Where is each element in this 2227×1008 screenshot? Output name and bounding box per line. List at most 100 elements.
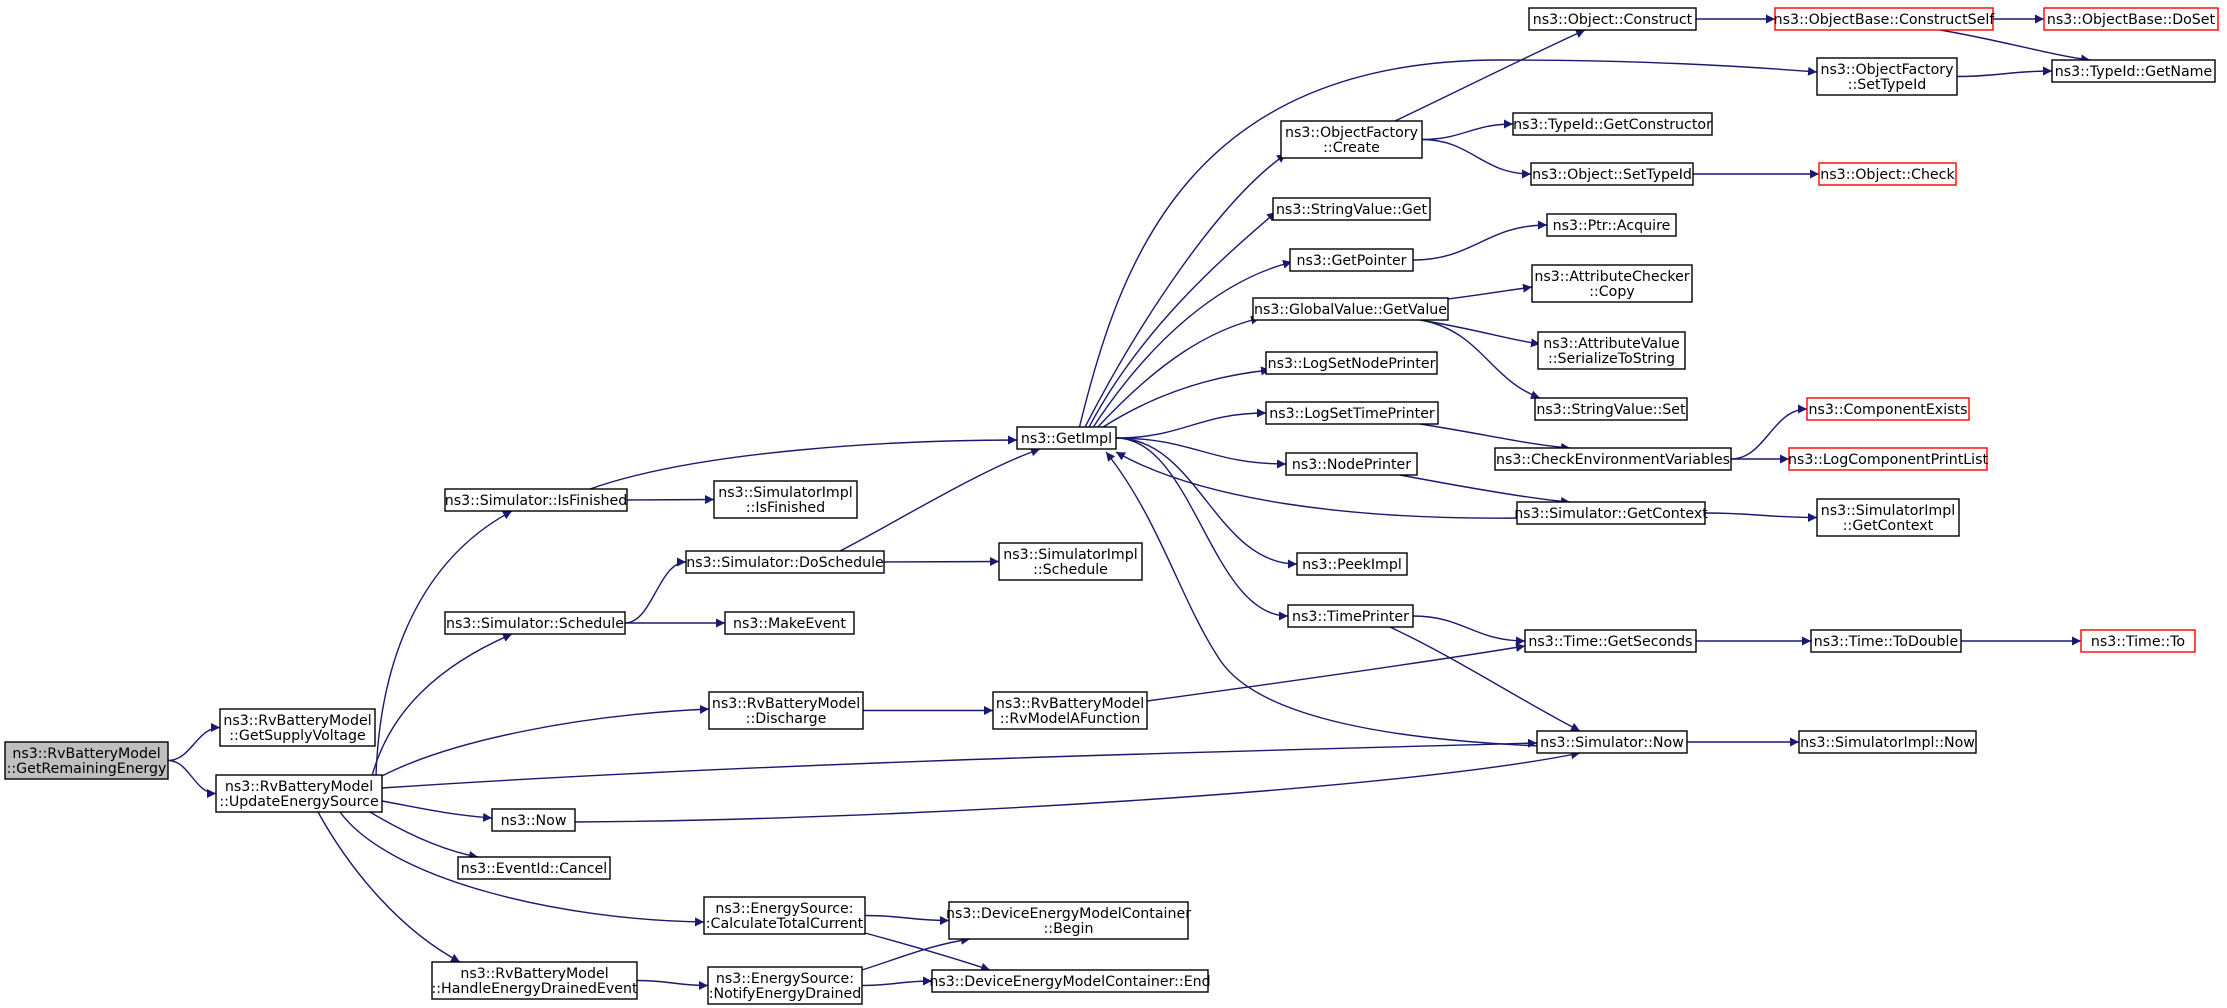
- node-label: ns3::RvBatteryModel: [223, 713, 371, 729]
- node-label: ::Create: [1323, 140, 1380, 156]
- node-box: [1516, 501, 1706, 525]
- node-logtimeprinter[interactable]: ns3::LogSetTimePrinter: [1265, 401, 1439, 425]
- edge-notifydrained-to-dembegin: [861, 935, 971, 971]
- node-getremaining[interactable]: ns3::RvBatteryModel::GetRemainingEnergy: [4, 741, 169, 780]
- node-ofcreate[interactable]: ns3::ObjectFactory::Create: [1280, 120, 1423, 159]
- node-label: ns3::SimulatorImpl::Now: [1800, 735, 1975, 751]
- node-label: ::Copy: [1589, 284, 1635, 300]
- node-box: [1788, 447, 1988, 471]
- node-box: [1546, 213, 1677, 237]
- node-isfinished[interactable]: ns3::Simulator::IsFinished: [444, 488, 628, 512]
- node-stringset[interactable]: ns3::StringValue::Set: [1534, 397, 1688, 421]
- node-getpointer[interactable]: ns3::GetPointer: [1289, 248, 1414, 272]
- node-box: [713, 480, 858, 519]
- node-objconstruct[interactable]: ns3::Object::Construct: [1528, 7, 1697, 31]
- node-box: [1512, 112, 1713, 136]
- node-box: [1289, 248, 1414, 272]
- node-accopy[interactable]: ns3::AttributeChecker::Copy: [1531, 264, 1693, 303]
- node-box: [1272, 197, 1431, 221]
- node-ofsettypeid[interactable]: ns3::ObjectFactory::SetTypeId: [1816, 57, 1958, 96]
- edge-updateenergy-to-now: [381, 800, 493, 822]
- node-label: ::Begin: [1044, 921, 1094, 937]
- node-box: [1265, 401, 1439, 425]
- node-box: [992, 691, 1148, 730]
- edge-getimpl-to-logtimeprinter: [1115, 408, 1267, 439]
- node-checkenv[interactable]: ns3::CheckEnvironmentVariables: [1494, 447, 1732, 471]
- node-objcheck[interactable]: ns3::Object::Check: [1818, 162, 1957, 186]
- node-getname[interactable]: ns3::TypeId::GetName: [2051, 59, 2216, 83]
- node-doset[interactable]: ns3::ObjectBase::DoSet: [2043, 7, 2219, 31]
- node-label: ns3::Simulator::DoSchedule: [686, 555, 884, 571]
- edge-getremaining-to-updateenergy: [167, 759, 217, 798]
- node-compexists[interactable]: ns3::ComponentExists: [1806, 397, 1970, 421]
- node-timegetseconds[interactable]: ns3::Time::GetSeconds: [1524, 629, 1697, 653]
- node-box: [219, 708, 376, 747]
- node-label: ns3::CheckEnvironmentVariables: [1496, 452, 1730, 468]
- node-objsettypeid[interactable]: ns3::Object::SetTypeId: [1530, 162, 1694, 186]
- node-getimpl[interactable]: ns3::GetImpl: [1016, 426, 1117, 450]
- edge-logtimeprinter-to-checkenv: [1419, 423, 1571, 452]
- node-gvgetvalue[interactable]: ns3::GlobalValue::GetValue: [1252, 297, 1449, 321]
- node-calctotal[interactable]: ns3::EnergySource::CalculateTotalCurrent: [703, 896, 866, 935]
- node-notifydrained[interactable]: ns3::EnergySource::NotifyEnergyDrained: [707, 966, 863, 1005]
- node-constructself[interactable]: ns3::ObjectBase::ConstructSelf: [1774, 7, 1996, 31]
- node-label: ns3::GlobalValue::GetValue: [1254, 302, 1447, 318]
- node-label: ns3::Simulator::Schedule: [446, 616, 624, 632]
- node-simimpl_schedule[interactable]: ns3::SimulatorImpl::Schedule: [998, 542, 1143, 581]
- node-avserialize[interactable]: ns3::AttributeValue::SerializeToString: [1537, 331, 1686, 370]
- nodes: ns3::RvBatteryModel::GetRemainingEnergyn…: [4, 7, 2219, 1005]
- node-cancel[interactable]: ns3::EventId::Cancel: [457, 856, 611, 880]
- node-label: ns3::Simulator::Now: [1540, 735, 1684, 751]
- node-box: [431, 961, 638, 1000]
- node-ptracquire[interactable]: ns3::Ptr::Acquire: [1546, 213, 1677, 237]
- node-doschedule[interactable]: ns3::Simulator::DoSchedule: [685, 550, 885, 574]
- edge-rvmodel-to-timegetseconds: [1146, 643, 1526, 702]
- edge-updateenergy-to-simnow: [381, 738, 1538, 789]
- node-box: [1524, 629, 1697, 653]
- node-timetodouble[interactable]: ns3::Time::ToDouble: [1810, 629, 1962, 653]
- node-handledrained[interactable]: ns3::RvBatteryModel::HandleEnergyDrained…: [431, 961, 638, 1000]
- node-box: [1534, 397, 1688, 421]
- node-dembegin[interactable]: ns3::DeviceEnergyModelContainer::Begin: [946, 901, 1191, 940]
- node-getsupply[interactable]: ns3::RvBatteryModel::GetSupplyVoltage: [219, 708, 376, 747]
- node-simimpl_getcontext[interactable]: ns3::SimulatorImpl::GetContext: [1816, 498, 1960, 537]
- node-logprintlist[interactable]: ns3::LogComponentPrintList: [1788, 447, 1989, 471]
- node-stringget[interactable]: ns3::StringValue::Get: [1272, 197, 1431, 221]
- node-label: ::SerializeToString: [1548, 351, 1675, 367]
- node-label: ns3::ComponentExists: [1809, 402, 1968, 418]
- node-label: ns3::SimulatorImpl: [718, 485, 852, 501]
- node-simimpl_isfinished[interactable]: ns3::SimulatorImpl::IsFinished: [713, 480, 858, 519]
- node-getconstructor[interactable]: ns3::TypeId::GetConstructor: [1512, 112, 1713, 136]
- node-label: ns3::ObjectFactory: [1285, 125, 1418, 141]
- edges: [167, 14, 2091, 990]
- node-simnow[interactable]: ns3::Simulator::Now: [1536, 730, 1688, 754]
- node-label: ::HandleEnergyDrainedEvent: [431, 981, 637, 997]
- node-peekimpl[interactable]: ns3::PeekImpl: [1296, 552, 1408, 576]
- node-box: [491, 808, 576, 832]
- node-makeevent[interactable]: ns3::MakeEvent: [724, 611, 855, 635]
- node-discharge[interactable]: ns3::RvBatteryModel::Discharge: [708, 691, 864, 730]
- node-label: ::IsFinished: [746, 500, 825, 516]
- edge-gvgetvalue-to-avserialize: [1419, 319, 1541, 348]
- node-timeto[interactable]: ns3::Time::To: [2080, 629, 2196, 653]
- node-updateenergy[interactable]: ns3::RvBatteryModel::UpdateEnergySource: [215, 774, 383, 813]
- edge-simnow-to-getimpl: [1105, 451, 1541, 747]
- node-rvmodel[interactable]: ns3::RvBatteryModel::RvModelAFunction: [992, 691, 1148, 730]
- node-lognodeprinter[interactable]: ns3::LogSetNodePrinter: [1265, 351, 1438, 375]
- node-box: [1287, 604, 1414, 628]
- node-box: [1528, 7, 1697, 31]
- node-timeprinter[interactable]: ns3::TimePrinter: [1287, 604, 1414, 628]
- edge-getimpl-to-nodeprinter: [1115, 437, 1287, 469]
- node-label: ::GetRemainingEnergy: [7, 761, 167, 777]
- node-schedule[interactable]: ns3::Simulator::Schedule: [444, 611, 626, 635]
- node-simimpl_now[interactable]: ns3::SimulatorImpl::Now: [1798, 730, 1977, 754]
- node-label: ns3::DeviceEnergyModelContainer::End: [929, 974, 1210, 990]
- node-simgetcontext[interactable]: ns3::Simulator::GetContext: [1514, 501, 1708, 525]
- node-nodeprinter[interactable]: ns3::NodePrinter: [1285, 452, 1418, 476]
- node-box: [708, 691, 864, 730]
- node-now[interactable]: ns3::Now: [491, 808, 576, 832]
- node-demend[interactable]: ns3::DeviceEnergyModelContainer::End: [929, 969, 1211, 993]
- edge-calctotal-to-dembegin: [864, 914, 950, 925]
- node-label: ::GetContext: [1843, 518, 1934, 534]
- node-box: [703, 896, 866, 935]
